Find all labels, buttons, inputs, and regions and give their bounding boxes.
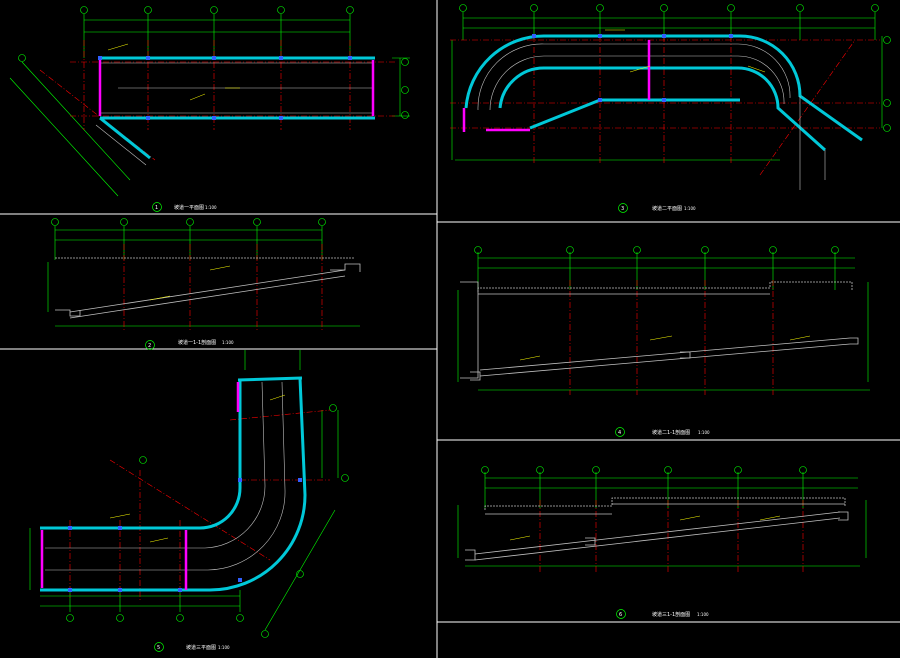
view-2-title: 坡道一1-1剖面图 [178, 339, 216, 346]
view-4-number-circle [615, 427, 625, 437]
view-1-plan: 1 坡道一平面图 1:100 [9, 6, 410, 212]
view-6-scale: 1:100 [697, 612, 709, 617]
view-5-number-circle [154, 642, 164, 652]
view-6-section: 6 坡道三1-1剖面图 1:100 [457, 466, 867, 619]
view-2-section: 2 坡道一1-1剖面图 1:100 [47, 218, 361, 350]
view-3-number: 3 [621, 206, 624, 212]
view-1-number: 1 [155, 205, 158, 211]
view-6-number-circle [616, 609, 626, 619]
view-4-section: 4 坡道二1-1剖面图 1:100 [457, 246, 870, 437]
view-3-plan: 3 坡道二平面图 1:100 [450, 4, 891, 213]
view-5-number: 5 [157, 645, 160, 651]
view-5-scale: 1:100 [218, 645, 230, 650]
view-3-number-circle [618, 203, 628, 213]
view-3-title: 坡道二平面图 [652, 205, 682, 212]
view-6-title: 坡道三1-1剖面图 [652, 611, 690, 618]
view-6-number: 6 [619, 612, 622, 618]
view-4-number: 4 [618, 430, 621, 436]
view-2-number: 2 [148, 343, 151, 349]
view-5-title: 坡道三平面图 [186, 644, 216, 651]
view-3-scale: 1:100 [684, 206, 696, 211]
view-2-scale: 1:100 [222, 340, 234, 345]
view-2-number-circle [145, 340, 155, 350]
view-4-scale: 1:100 [698, 430, 710, 435]
view-1-scale: 1:100 [205, 205, 217, 210]
view-1-number-circle [152, 202, 162, 212]
view-5-plan: 5 坡道三平面图 1:100 [29, 350, 349, 652]
view-1-title: 坡道一平面图 [174, 204, 204, 211]
view-4-title: 坡道二1-1剖面图 [652, 429, 690, 436]
